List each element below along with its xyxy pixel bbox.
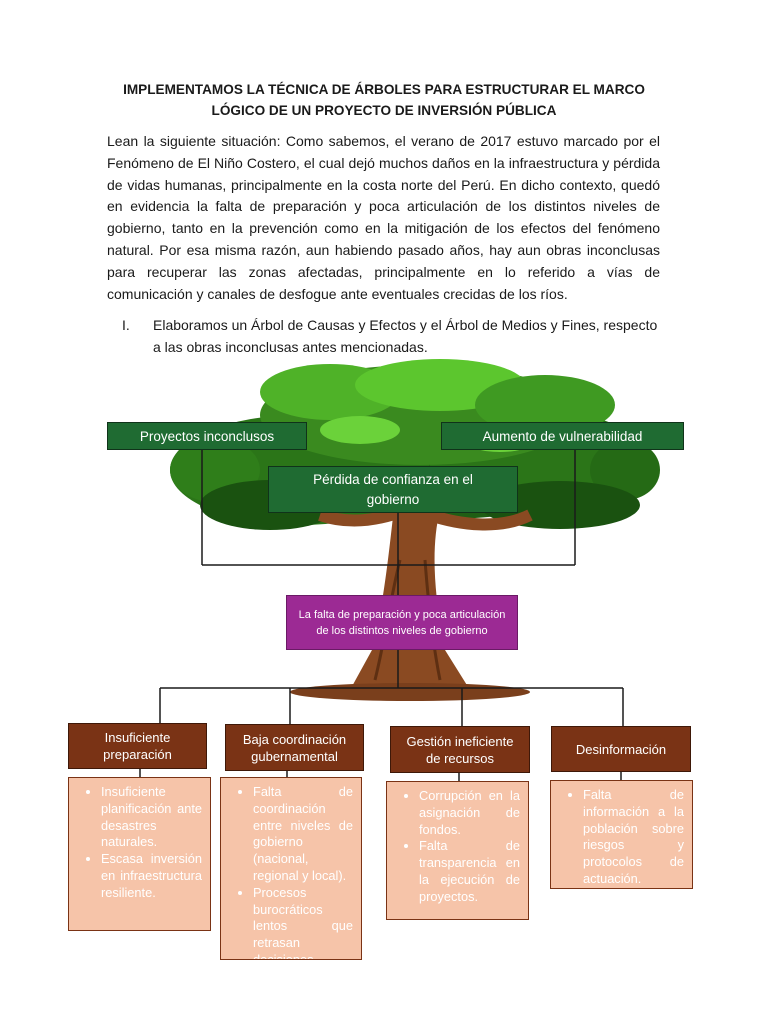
- cause-details-1: Insuficiente planificación ante desastre…: [68, 777, 211, 931]
- cause-details-2: Falta de coordinación entre niveles de g…: [220, 777, 362, 960]
- title-line-2: LÓGICO DE UN PROYECTO DE INVERSIÓN PÚBLI…: [211, 103, 557, 118]
- effect-box-right: Aumento de vulnerabilidad: [441, 422, 684, 450]
- cause-1-detail-2: Escasa inversión en infraestructura resi…: [101, 851, 202, 901]
- cause-2-detail-1: Falta de coordinación entre niveles de g…: [253, 784, 353, 885]
- cause-connectors: [139, 650, 624, 781]
- cause-box-2: Baja coordinación gubernamental: [225, 724, 364, 771]
- item-number: I.: [122, 317, 130, 333]
- document-title: IMPLEMENTAMOS LA TÉCNICA DE ÁRBOLES PARA…: [95, 79, 673, 121]
- central-problem-box: La falta de preparación y poca articulac…: [286, 595, 518, 650]
- cause-box-1: Insuficiente preparación: [68, 723, 207, 769]
- situation-paragraph: Lean la siguiente situación: Como sabemo…: [107, 133, 660, 302]
- cause-1-detail-1: Insuficiente planificación ante desastre…: [101, 784, 202, 851]
- cause-2-detail-2: Procesos burocráticos lentos que retrasa…: [253, 885, 353, 959]
- title-line-1: IMPLEMENTAMOS LA TÉCNICA DE ÁRBOLES PARA…: [123, 82, 645, 97]
- effect-box-left: Proyectos inconclusos: [107, 422, 307, 450]
- cause-3-detail-1: Corrupción en la asignación de fondos.: [419, 788, 520, 838]
- cause-details-4: Falta de información a la población sobr…: [550, 780, 693, 889]
- item-text: Elaboramos un Árbol de Causas y Efectos …: [153, 317, 658, 355]
- cause-details-3: Corrupción en la asignación de fondos. F…: [386, 781, 529, 920]
- effect-connectors: [201, 449, 576, 595]
- cause-3-detail-2: Falta de transparencia en la ejecución d…: [419, 838, 520, 905]
- effect-box-center: Pérdida de confianza en el gobierno: [268, 466, 518, 513]
- cause-4-detail-1: Falta de información a la población sobr…: [583, 787, 684, 888]
- cause-box-4: Desinformación: [551, 726, 691, 772]
- cause-box-3: Gestión ineficiente de recursos: [390, 726, 530, 773]
